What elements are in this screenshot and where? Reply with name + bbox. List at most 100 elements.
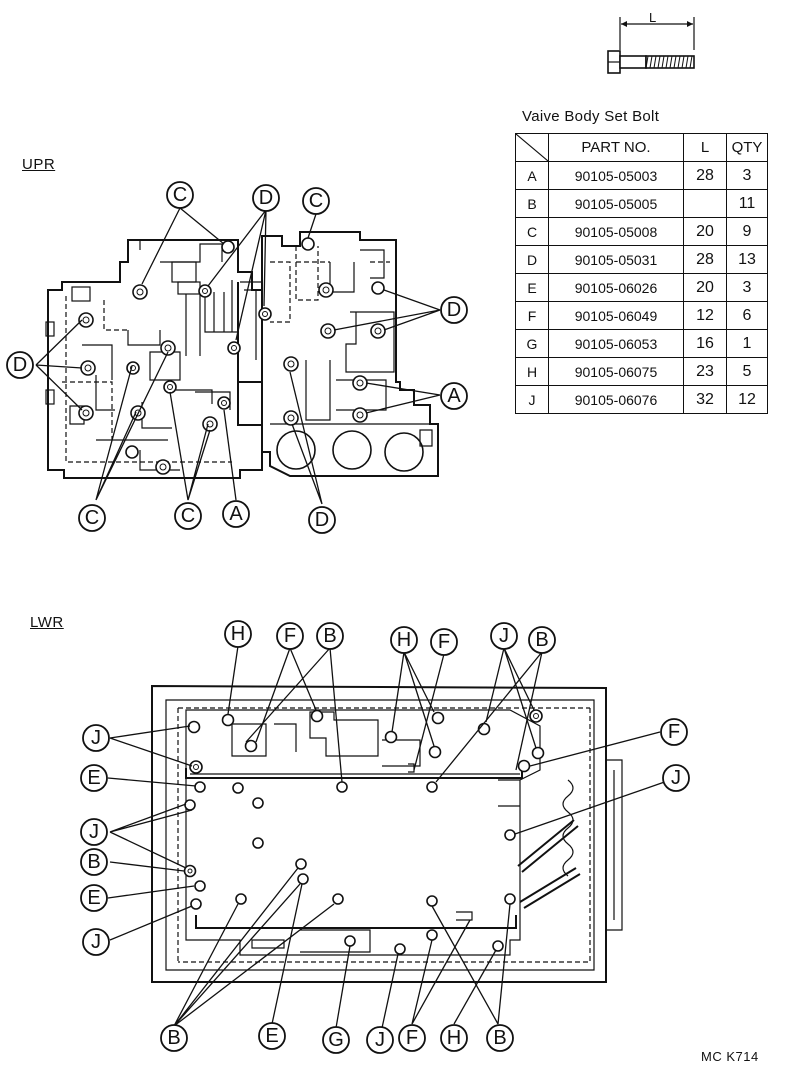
callout-upper-c9: A [222,500,250,528]
callout-lower-l10: E [80,764,108,792]
callout-lower-l18: G [322,1026,350,1054]
callout-letter: F [668,721,680,743]
callout-letter: F [284,625,296,647]
callout-lower-l12: J [80,818,108,846]
row-qty: 1 [726,329,768,358]
row-part-no: 90105-06053 [548,329,684,358]
row-qty: 13 [726,245,768,274]
table-title: Vaive Body Set Bolt [522,108,660,125]
callout-upper-c2: D [252,184,280,212]
callout-lower-l15: J [82,928,110,956]
callout-lower-l20: F [398,1024,426,1052]
callout-letter: A [229,503,243,525]
callout-letter: H [397,629,411,651]
table-row: A 90105-05003 28 3 [515,161,768,190]
callout-upper-c7: C [78,504,106,532]
upper-valve-body [35,207,441,505]
row-length: 28 [683,245,727,274]
callout-letter: E [265,1025,278,1047]
row-part-no: 90105-05008 [548,217,684,246]
header-qty: QTY [726,133,768,162]
table-row: F 90105-06049 12 6 [515,301,768,330]
callout-letter: D [13,354,27,376]
callout-lower-l4: H [390,626,418,654]
callout-lower-l7: B [528,626,556,654]
row-letter: A [515,161,549,190]
callout-lower-l8: J [82,724,110,752]
callout-letter: B [493,1027,506,1049]
figure-code: MC K714 [701,1049,759,1064]
callout-letter: J [375,1029,385,1051]
header-part-no: PART NO. [548,133,684,162]
callout-upper-c8: C [174,502,202,530]
callout-letter: E [87,767,100,789]
callout-letter: C [173,184,187,206]
callout-lower-l9: F [660,718,688,746]
row-letter: C [515,217,549,246]
table-corner-cell [515,133,549,162]
callout-lower-l5: F [430,628,458,656]
callout-letter: J [499,625,509,647]
callout-letter: C [309,190,323,212]
callout-lower-l17: E [258,1022,286,1050]
row-qty: 6 [726,301,768,330]
callout-letter: C [85,507,99,529]
upper-section-label: UPR [22,156,56,173]
row-letter: D [515,245,549,274]
row-letter: F [515,301,549,330]
row-part-no: 90105-06049 [548,301,684,330]
lower-valve-body [107,645,677,1029]
callout-letter: D [447,299,461,321]
row-qty: 12 [726,385,768,414]
row-qty: 3 [726,273,768,302]
row-part-no: 90105-05003 [548,161,684,190]
table-row: G 90105-06053 16 1 [515,329,768,358]
row-letter: J [515,385,549,414]
table-row: B 90105-05005 11 [515,189,768,218]
row-length: 32 [683,385,727,414]
row-qty: 3 [726,161,768,190]
upper-leader-lines [35,207,441,505]
callout-lower-l2: F [276,622,304,650]
callout-upper-c10: D [308,506,336,534]
callout-letter: H [447,1027,461,1049]
table-row: J 90105-06076 32 12 [515,385,768,414]
lower-leader-lines [107,645,677,1029]
callout-letter: J [671,767,681,789]
row-length: 12 [683,301,727,330]
callout-letter: B [87,851,100,873]
row-letter: H [515,357,549,386]
row-part-no: 90105-06026 [548,273,684,302]
callout-letter: J [91,727,101,749]
row-qty: 11 [726,189,768,218]
callout-lower-l19: J [366,1026,394,1054]
row-length [683,189,727,218]
table-header-row: PART NO. L QTY [515,133,768,162]
callout-letter: A [447,385,461,407]
callout-lower-l3: B [316,622,344,650]
callout-letter: B [167,1027,180,1049]
callout-lower-l1: H [224,620,252,648]
row-qty: 9 [726,217,768,246]
bolt-length-icon [607,17,695,74]
callout-letter: G [328,1029,344,1051]
table-row: C 90105-05008 20 9 [515,217,768,246]
table-row: D 90105-05031 28 13 [515,245,768,274]
callout-lower-l22: B [486,1024,514,1052]
callout-letter: D [315,509,329,531]
row-part-no: 90105-05005 [548,189,684,218]
callout-letter: F [406,1027,418,1049]
callout-letter: B [535,629,548,651]
callout-letter: C [181,505,195,527]
bolt-table: PART NO. L QTY A 90105-05003 28 3 B 9010… [515,133,768,414]
table-row: E 90105-06026 20 3 [515,273,768,302]
upper-bolts [78,237,386,475]
row-qty: 5 [726,357,768,386]
callout-upper-c3: C [302,187,330,215]
row-length: 20 [683,273,727,302]
callout-upper-c1: C [166,181,194,209]
callout-upper-c6: A [440,382,468,410]
row-part-no: 90105-06076 [548,385,684,414]
callout-upper-c4: D [440,296,468,324]
